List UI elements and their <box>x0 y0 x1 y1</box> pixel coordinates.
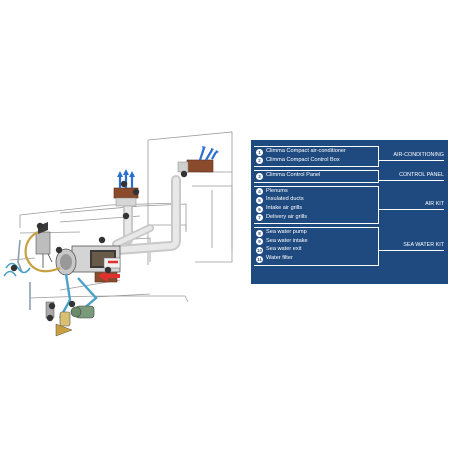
legend-item-label: Sea water exit <box>266 246 302 253</box>
legend-item-label: Delivery air grills <box>266 213 308 220</box>
legend-item-label: Water filter <box>266 255 293 261</box>
delivery-air-grill-center <box>113 169 139 207</box>
legend-group-bracket <box>254 227 379 266</box>
legend-item-label: Intake air grills <box>266 205 303 211</box>
legend-group-title: AIR-CONDITIONING <box>393 152 444 159</box>
legend-number-badge: 1 <box>256 148 263 156</box>
legend-group-bracket <box>254 185 379 225</box>
sea-water-pipes <box>17 231 98 319</box>
legend-number-badge: 8 <box>256 229 263 237</box>
legend-item-label: Climma Compact air-conditioner <box>266 148 346 154</box>
legend-group-bracket <box>254 146 379 168</box>
cabin-outline <box>9 131 233 303</box>
legend-group-rule <box>378 180 444 181</box>
legend-item-label: Sea water intake <box>266 237 308 244</box>
legend-number-badge: 10 <box>256 246 263 254</box>
sea-water-pump <box>70 305 95 319</box>
legend-group-title: CONTROL PANEL <box>399 172 444 178</box>
legend-number-badge: 3 <box>256 172 263 180</box>
legend-number-badge: 6 <box>256 205 263 213</box>
legend-item-label: Plenums <box>266 187 288 194</box>
legend-item-label: Climma Compact Control Box <box>266 156 340 163</box>
legend-number-badge: 2 <box>256 157 263 165</box>
legend-item-label: Sea water pump <box>266 229 307 236</box>
callout-markers <box>10 170 188 322</box>
legend-number-badge: 7 <box>256 214 263 222</box>
insulated-ducts <box>112 175 181 255</box>
legend-group-bracket <box>254 170 379 183</box>
control-box <box>35 231 53 268</box>
water-filter <box>59 311 71 327</box>
legend-number-badge: 5 <box>256 196 263 204</box>
delivery-air-grill-wall <box>177 146 219 173</box>
legend-group-rule <box>378 160 444 162</box>
legend-group-rule <box>378 249 444 251</box>
legend-group-rule <box>378 208 444 210</box>
air-conditioner-unit <box>55 245 121 276</box>
legend-number-badge: 11 <box>256 255 263 263</box>
legend-group-title: AIR KIT <box>425 200 444 207</box>
legend-number-badge: 4 <box>256 188 263 196</box>
legend-number-badge: 9 <box>256 238 263 246</box>
legend-item-label: Climma Control Panel <box>266 172 321 179</box>
legend-item-label: Insulated ducts <box>266 196 304 203</box>
legend-group-title: SEA WATER KIT <box>403 241 444 248</box>
